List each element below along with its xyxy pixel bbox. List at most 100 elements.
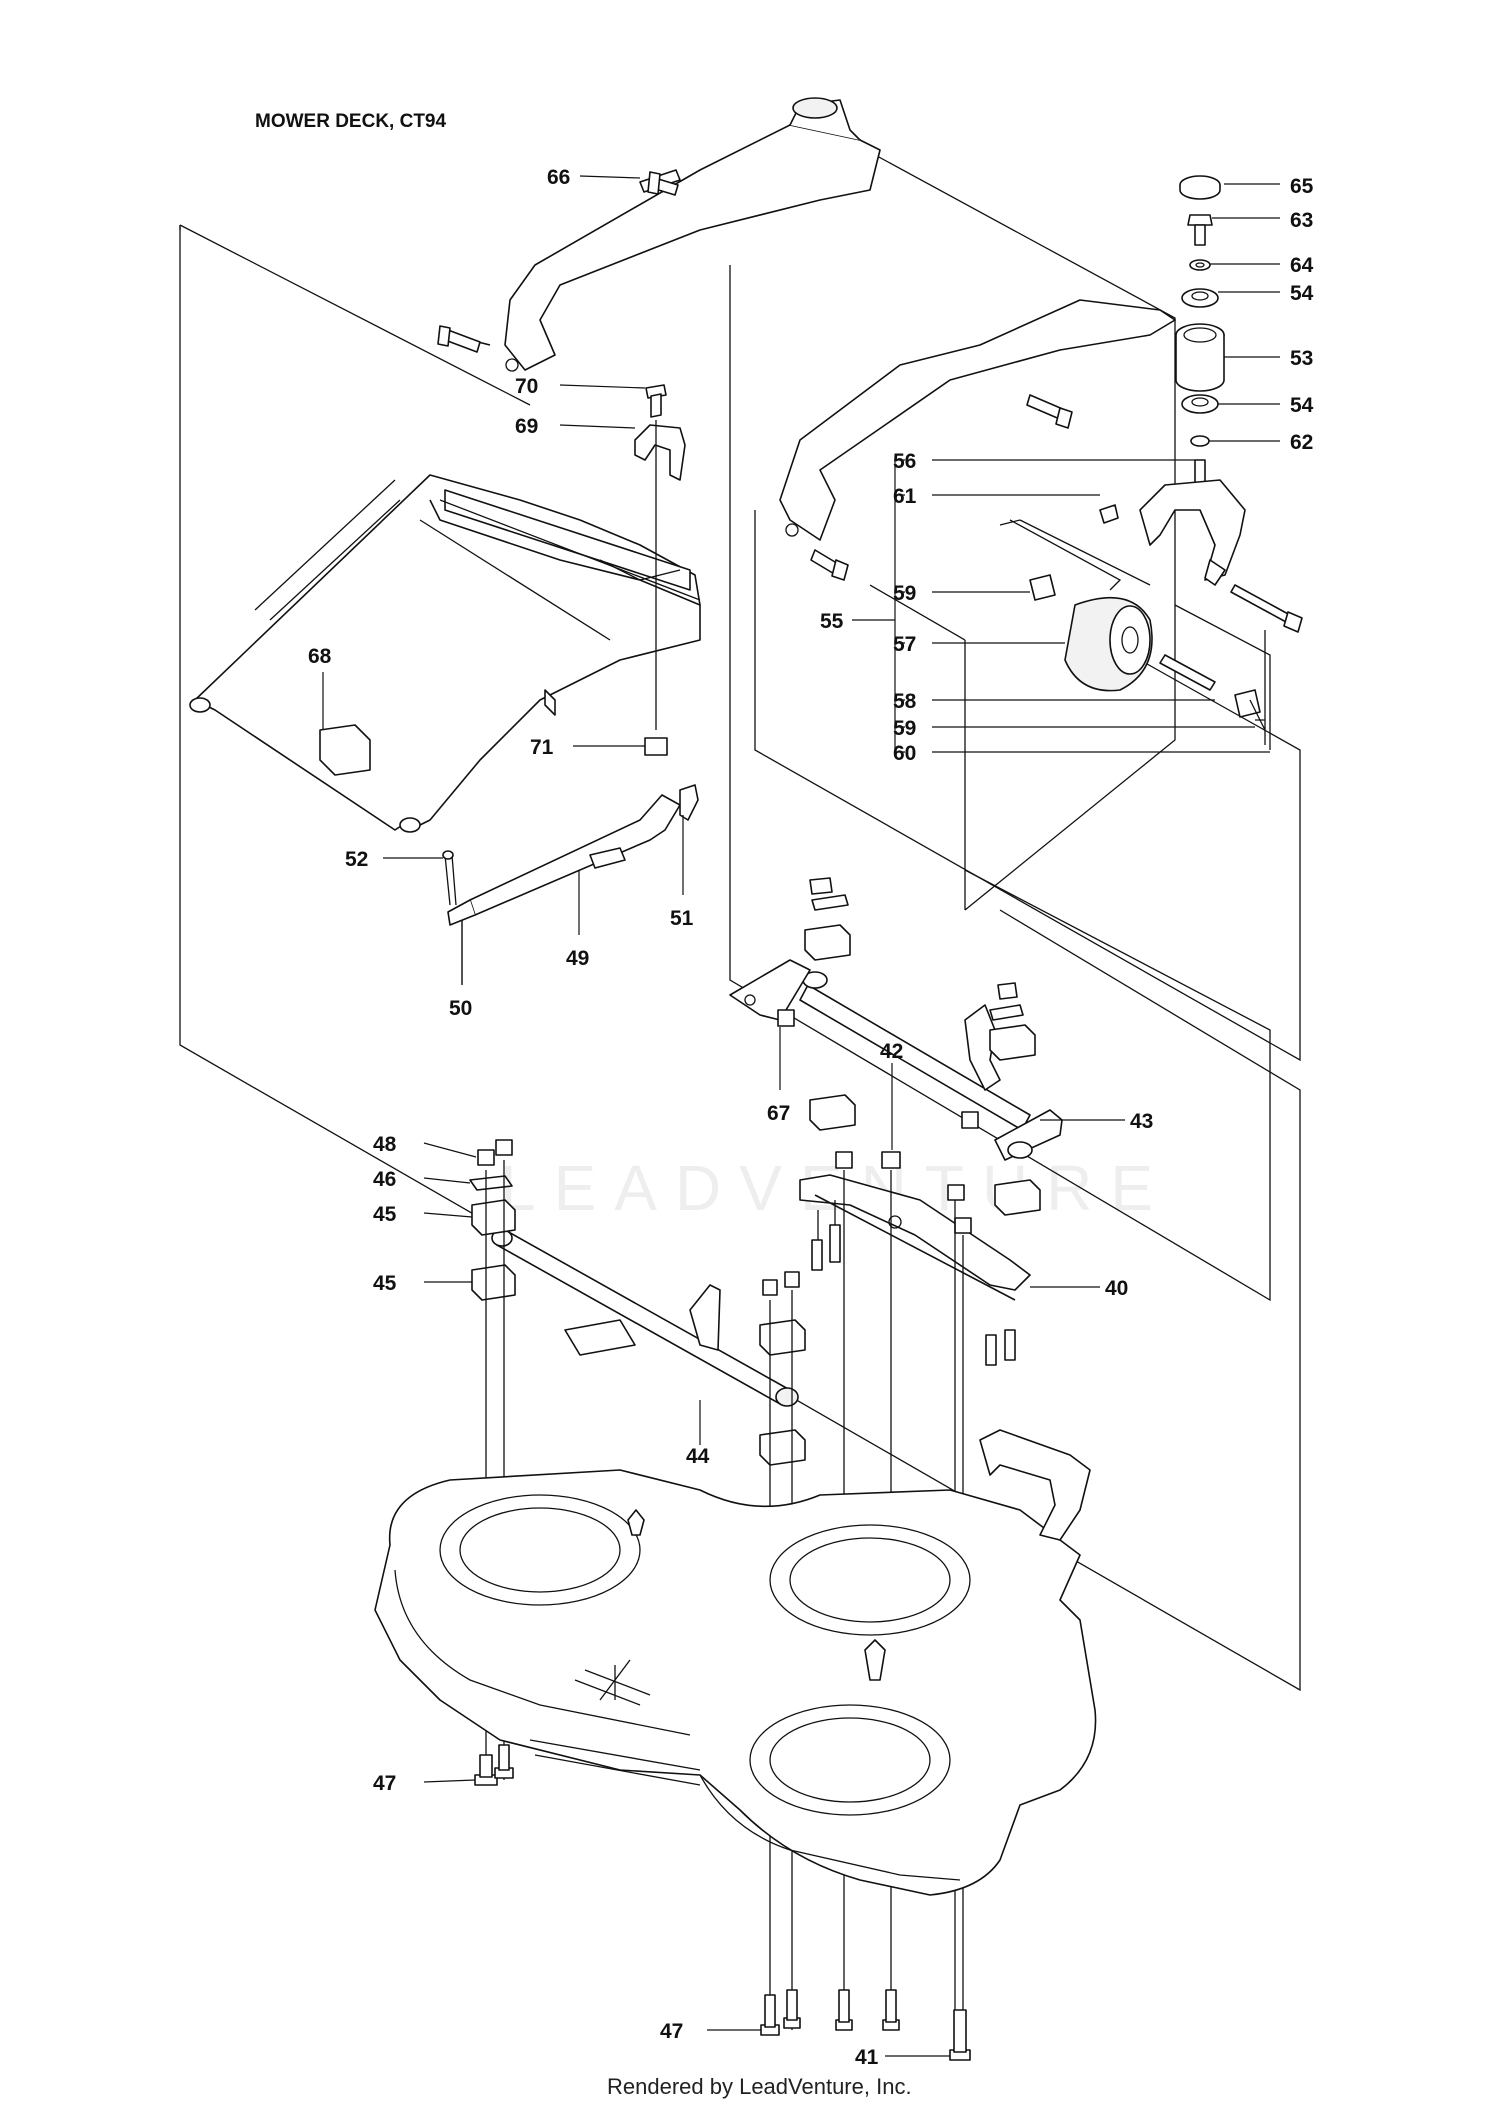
bolt-47-left-a (474, 1754, 498, 1786)
frame-outline-left (179, 224, 1301, 1692)
callout-71: 71 (530, 736, 554, 759)
nut-42 (881, 1151, 901, 1169)
bearing-54-upper (1181, 288, 1219, 308)
callout-66: 66 (547, 166, 570, 189)
bolt-left-arm (437, 325, 481, 353)
block-45-lower (471, 1264, 516, 1301)
block-upper-right (989, 982, 1036, 1061)
nut-40-left (835, 1151, 853, 1169)
callout-62: 62 (1290, 431, 1313, 454)
nut-40-right (947, 1184, 972, 1234)
footer-credit: Rendered by LeadVenture, Inc. (607, 2074, 912, 2099)
callout-57: 57 (893, 633, 916, 656)
callout-54-upper: 54 (1290, 282, 1314, 305)
handle-frame-68 (189, 474, 701, 833)
callout-70: 70 (515, 375, 538, 398)
block-mid-right (994, 1179, 1041, 1216)
callout-labels: 66 65 63 64 54 53 54 62 70 69 56 61 59 5… (308, 166, 1314, 2069)
bolt-right-arm-lower (810, 549, 849, 581)
bolt-66 (647, 171, 679, 196)
frame-outline-right (729, 124, 1301, 1302)
callout-58: 58 (893, 690, 917, 713)
caster-fork-56 (1139, 459, 1246, 586)
spacer-59-lower (1234, 689, 1261, 718)
mower-deck (374, 1429, 1097, 1896)
callout-46: 46 (373, 1168, 396, 1191)
bolt-caster (1230, 584, 1303, 633)
block-44-upper (759, 1271, 806, 1356)
callout-47-left: 47 (373, 1772, 396, 1795)
callout-59-upper: 59 (893, 582, 916, 605)
callout-48: 48 (373, 1133, 397, 1156)
bolt-47-left-b (494, 1744, 514, 1779)
callout-45-upper: 45 (373, 1203, 397, 1226)
bolt-right-arm-upper (1026, 394, 1073, 429)
callout-54-lower: 54 (1290, 394, 1314, 417)
cap-65 (1179, 175, 1221, 200)
callout-47-bottom: 47 (660, 2020, 683, 2043)
bearing-54-lower (1181, 394, 1219, 414)
callout-42: 42 (880, 1040, 903, 1063)
callout-67: 67 (767, 1102, 790, 1125)
washer-62 (1190, 435, 1210, 447)
caster-box-lines-2 (1019, 519, 1266, 745)
spindle-housing-53 (1175, 323, 1225, 392)
left-arm-bracket (444, 97, 881, 372)
cotter-pin-52 (442, 850, 457, 906)
link-rod-49 (447, 794, 681, 926)
lower-shaft-44 (491, 1229, 799, 1407)
axle-58 (1159, 654, 1216, 691)
clip-51 (679, 784, 699, 821)
nut-48 (477, 1149, 495, 1166)
bolt-47-bottom-a (760, 1994, 780, 2036)
right-arm-bracket (779, 299, 1176, 541)
callout-64: 64 (1290, 254, 1314, 277)
callout-69: 69 (515, 415, 538, 438)
callout-55: 55 (820, 610, 844, 633)
nut-61 (1099, 504, 1119, 524)
callout-63: 63 (1290, 209, 1313, 232)
deck-tab (564, 1319, 636, 1356)
callout-45-lower: 45 (373, 1272, 397, 1295)
callout-51: 51 (670, 907, 694, 930)
callout-60: 60 (893, 742, 916, 765)
bolt-mid-a (835, 1989, 853, 2031)
callout-49: 49 (566, 947, 589, 970)
bracket-69 (634, 424, 686, 481)
diagram-title: MOWER DECK, CT94 (255, 111, 447, 132)
washer-64 (1189, 259, 1211, 271)
callout-40: 40 (1105, 1277, 1128, 1300)
callout-61: 61 (893, 485, 917, 508)
spacer-59-upper (1029, 574, 1056, 601)
bolt-41 (949, 2009, 971, 2061)
bolt-mid-b (882, 1989, 900, 2031)
pivot-arm-43 (964, 1004, 1063, 1161)
callout-52: 52 (345, 848, 368, 871)
callout-53: 53 (1290, 347, 1313, 370)
nut-71 (644, 737, 668, 756)
bolt-47-bottom-b (783, 1989, 801, 2029)
bracket-40 (799, 1174, 1031, 1301)
callout-44: 44 (686, 1445, 710, 1468)
callout-65: 65 (1290, 175, 1314, 198)
callout-43: 43 (1130, 1110, 1153, 1133)
block-45-upper (471, 1199, 516, 1236)
block-mid-center (809, 1094, 856, 1131)
bolts-40-lower (811, 1224, 1016, 1366)
callout-59-lower: 59 (893, 717, 916, 740)
callout-56: 56 (893, 450, 916, 473)
nut-43-side (961, 1111, 979, 1129)
leader-lines (322, 175, 1280, 2057)
block-upper-center (804, 877, 851, 961)
nut-46-top (495, 1139, 513, 1156)
nut-67 (777, 1009, 795, 1027)
wheel-57 (1064, 597, 1153, 692)
caster-box-lines (999, 519, 1271, 750)
callout-50: 50 (449, 997, 472, 1020)
block-44-lower (759, 1429, 806, 1466)
callout-68: 68 (308, 645, 332, 668)
callout-41: 41 (855, 2046, 879, 2069)
bolt-63 (1187, 214, 1213, 246)
plate-46 (469, 1175, 513, 1191)
